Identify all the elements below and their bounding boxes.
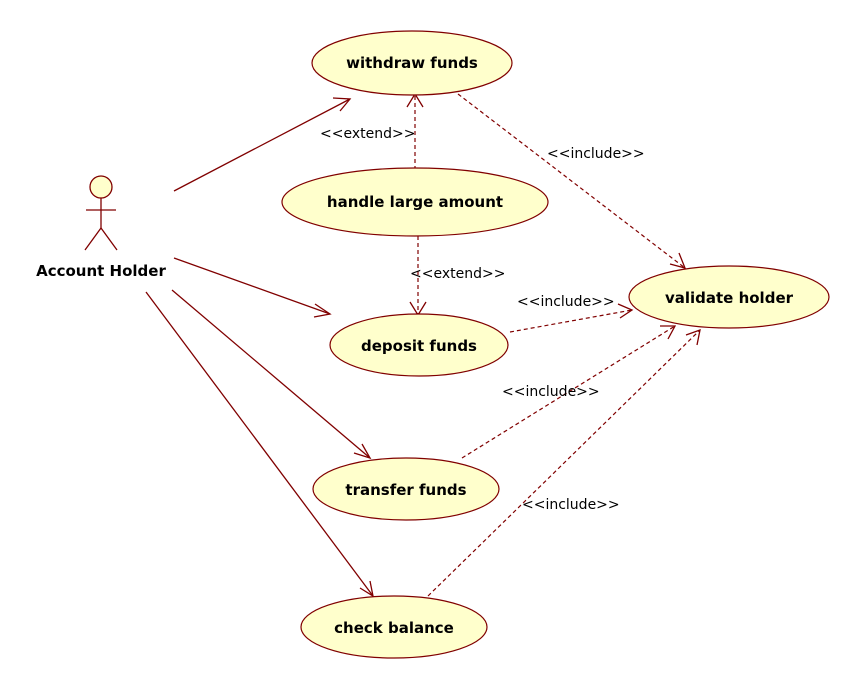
include-deposit-label: <<include>> (517, 294, 615, 310)
assoc-withdraw-arrowhead (332, 97, 352, 112)
associations (145, 97, 374, 598)
include-transfer-validate-arrowhead (660, 325, 677, 340)
use-case-transfer-label: transfer funds (345, 481, 466, 499)
use-case-large-ellipse (281, 167, 549, 237)
include-transfer-label: <<include>> (502, 384, 600, 400)
include-withdraw-validate-arrowhead (669, 252, 687, 269)
use-case-balance-ellipse (300, 595, 488, 659)
use-case-withdraw-funds[interactable]: withdraw funds (311, 30, 513, 96)
include-balance-validate-arrowhead (685, 329, 701, 346)
actor-label: Account Holder (36, 262, 166, 280)
assoc-balance-arrowhead (359, 580, 374, 598)
include-withdraw-validate[interactable] (457, 93, 686, 269)
use-case-deposit-funds[interactable]: deposit funds (329, 313, 509, 377)
include-balance-validate[interactable] (427, 329, 701, 597)
include-balance-label: <<include>> (522, 497, 620, 513)
use-case-validate-ellipse (628, 265, 830, 329)
actor-right-leg (100, 227, 118, 251)
use-case-deposit-label: deposit funds (361, 337, 477, 355)
include-deposit-validate-arrowhead (617, 303, 634, 319)
extend-deposit-label: <<extend>> (410, 266, 505, 282)
use-case-deposit-ellipse (329, 313, 509, 377)
stereotype-labels: <<extend>> <<extend>> <<include>> <<incl… (320, 126, 645, 513)
assoc-balance[interactable] (145, 291, 374, 597)
use-case-validate-label: validate holder (665, 289, 794, 307)
extend-withdraw-label: <<extend>> (320, 126, 415, 142)
use-case-check-balance[interactable]: check balance (300, 595, 488, 659)
assoc-deposit[interactable] (173, 257, 331, 315)
actor-head (89, 175, 113, 199)
actor-account-holder[interactable]: Account Holder (36, 175, 166, 280)
use-case-transfer-funds[interactable]: transfer funds (312, 457, 500, 521)
assoc-transfer-arrowhead (353, 443, 372, 460)
include-deposit-validate[interactable] (509, 309, 633, 333)
assoc-deposit-arrowhead (313, 303, 332, 318)
use-case-balance-label: check balance (334, 619, 454, 637)
assoc-withdraw[interactable] (173, 98, 351, 192)
actor-left-leg (84, 227, 102, 251)
include-withdraw-label: <<include>> (547, 146, 645, 162)
use-case-withdraw-label: withdraw funds (346, 54, 478, 72)
use-case-withdraw-ellipse (311, 30, 513, 96)
use-case-handle-large-amount[interactable]: handle large amount (281, 167, 549, 237)
use-case-validate-holder[interactable]: validate holder (628, 265, 830, 329)
assoc-transfer[interactable] (171, 289, 371, 459)
use-case-transfer-ellipse (312, 457, 500, 521)
use-case-large-label: handle large amount (327, 193, 503, 211)
